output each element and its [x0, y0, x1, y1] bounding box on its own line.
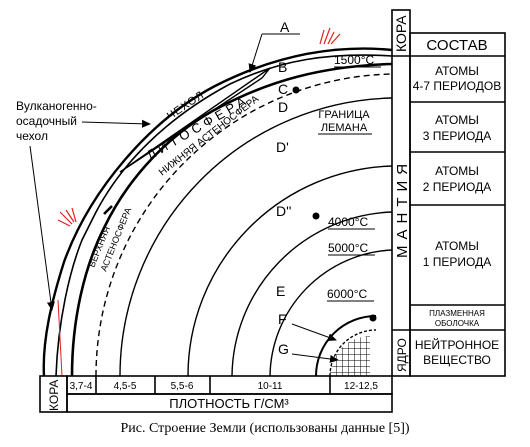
composition-header: СОСТАВ — [426, 37, 487, 54]
letter-c: C — [278, 81, 288, 97]
volcanic-label-line3: чехол — [16, 129, 48, 143]
mantle-label: МАНТИЯ — [394, 158, 411, 258]
density-range-1: 3,7-4 — [70, 381, 93, 392]
density-range-3: 5,5-6 — [171, 381, 194, 392]
letter-b: B — [278, 59, 287, 75]
volcanic-label-line2: осадочный — [16, 114, 77, 128]
neutron-line1: НЕЙТРОННОЕ — [415, 337, 499, 352]
density-label: ПЛОТНОСТЬ Г/СМ³ — [169, 396, 289, 411]
row3-line2: 2 ПЕРИОДА — [423, 180, 491, 194]
lehmann-dot — [292, 86, 300, 94]
letter-d-double-prime: D'' — [276, 203, 291, 219]
plasma-line1: ПЛАЗМЕННАЯ — [429, 309, 485, 318]
lehmann-boundary-line — [119, 97, 393, 377]
bottom-table — [39, 375, 393, 413]
row4-line1: АТОМЫ — [435, 239, 479, 253]
rotated-labels: ЧЕХОЛ ЛИТОСФЕРА НИЖНЯЯ АСТЕНОСФЕРА ВЕРХН… — [87, 89, 262, 273]
lithosphere-boundary — [70, 62, 393, 377]
cover-inner-boundary — [55, 54, 393, 377]
t6000-dot — [369, 314, 377, 322]
temp-1500: 1500°С — [334, 53, 374, 67]
temp-4000: 4000°С — [328, 215, 368, 229]
right-table-text: КОРА МАНТИЯ ЯДРО СОСТАВ АТОМЫ 4-7 ПЕРИОД… — [393, 15, 501, 372]
letter-d-prime: D' — [276, 139, 289, 155]
letter-d: D — [278, 99, 288, 115]
core-g-boundary — [329, 329, 377, 377]
lehmann-label: ГРАНИЦА ЛЕМАНА — [318, 109, 372, 135]
density-range-4: 10-11 — [258, 381, 283, 392]
temperature-markers: 1500°С 4000°С 5000°С 6000°С — [292, 53, 381, 322]
bottom-crust-label: КОРА — [47, 380, 61, 411]
earth-shells — [42, 47, 393, 377]
density-range-5: 12-12,5 — [344, 381, 378, 392]
letter-e: E — [276, 283, 285, 299]
letter-a: A — [280, 19, 290, 35]
row2-line1: АТОМЫ — [435, 113, 479, 127]
bottom-table-text: КОРА 3,7-4 4,5-5 5,5-6 10-11 12-12,5 ПЛО… — [47, 380, 378, 411]
volcanic-label-line1: Вулканогенно- — [16, 99, 97, 113]
mantle-d-prime-boundary — [187, 165, 393, 377]
lithosphere-step — [103, 205, 113, 215]
right-table — [391, 9, 506, 377]
letter-g: G — [278, 341, 289, 357]
t4000-dot — [312, 212, 320, 220]
right-crust-label: КОРА — [393, 15, 409, 52]
cover-wedge — [119, 67, 271, 173]
volcanic-cover-callout: Вулканогенно- осадочный чехол — [16, 99, 151, 311]
row2-line2: 3 ПЕРИОДА — [423, 129, 491, 143]
outer-core-boundary — [269, 249, 393, 377]
row1-line2: 4-7 ПЕРИОДОВ — [413, 79, 501, 93]
temp-6000: 6000°С — [327, 287, 367, 301]
asthenosphere-upper-boundary — [95, 73, 393, 377]
row1-line1: АТОМЫ — [435, 64, 479, 78]
lehmann-label-line1: ГРАНИЦА — [318, 109, 370, 121]
volcanic-red-line — [57, 299, 63, 377]
temp-5000: 5000°С — [328, 241, 368, 255]
neutron-line2: ВЕЩЕСТВО — [423, 353, 491, 367]
mantle-d2-boundary — [231, 211, 393, 377]
letter-f: F — [278, 311, 287, 327]
row3-line1: АТОМЫ — [435, 164, 479, 178]
figure-caption: Рис. Строение Земли (использованы данные… — [120, 421, 409, 436]
core-label: ЯДРО — [395, 338, 409, 372]
layer-letters: A B C D D' D'' E F G — [248, 19, 339, 363]
lehmann-label-line2: ЛЕМАНА — [321, 122, 368, 134]
plasma-line2: ОБОЛОЧКА — [435, 319, 480, 328]
row4-line2: 1 ПЕРИОДА — [423, 255, 491, 269]
density-range-2: 4,5-5 — [114, 381, 137, 392]
volcano-marks — [57, 27, 341, 377]
